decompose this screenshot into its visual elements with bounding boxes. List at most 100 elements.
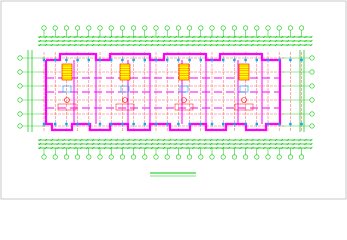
dimension-tick [245, 142, 248, 146]
dimension-tick [144, 142, 148, 146]
column-mark [289, 58, 292, 62]
stair-core [178, 63, 190, 81]
column-mark [154, 122, 158, 126]
dimension-tick [162, 39, 166, 43]
dimension-tick [144, 138, 148, 142]
dimension-tick [274, 35, 278, 39]
dimension-tick [286, 142, 290, 146]
dimension-tick [192, 146, 195, 150]
floor-plan-drawing [0, 0, 347, 200]
dimension-tick [44, 146, 48, 150]
dimension-tick [174, 138, 177, 142]
cad-viewport[interactable] [0, 0, 347, 200]
dimension-tick [74, 39, 77, 43]
dimension-tick [245, 43, 248, 47]
dimension-tick [227, 146, 231, 150]
dimension-tick [38, 43, 42, 47]
dimension-tick [156, 146, 160, 150]
dimension-tick [50, 142, 54, 146]
axis-bubble [17, 83, 23, 89]
dimension-tick [239, 43, 242, 47]
dimension-tick [62, 43, 65, 47]
column-mark [188, 122, 191, 126]
dimension-tick [186, 39, 189, 43]
column-mark [42, 122, 46, 126]
balcony [234, 103, 254, 111]
column-mark [87, 122, 90, 126]
dimension-tick [74, 35, 77, 39]
dimension-tick [133, 39, 136, 43]
axis-bubble [265, 154, 271, 160]
column-mark [87, 58, 90, 62]
dimension-tick [91, 142, 95, 146]
dimension-tick [80, 146, 83, 150]
dimension-tick [115, 39, 118, 43]
axis-bubble [63, 25, 69, 31]
axis-bubble [299, 154, 305, 160]
dimension-tick [198, 39, 201, 43]
dimension-tick [85, 142, 89, 146]
dimension-tick [310, 43, 313, 47]
dimension-tick [115, 43, 118, 47]
dimension-tick [203, 43, 207, 47]
axis-bubble [142, 154, 148, 160]
dimension-tick [80, 39, 83, 43]
dimension-tick [144, 43, 148, 47]
column-mark [166, 122, 169, 126]
dimension-tick [168, 142, 172, 146]
dimension-tick [268, 39, 272, 43]
dimension-tick [103, 142, 107, 146]
column-mark [54, 122, 57, 126]
dimension-tick [174, 43, 177, 47]
dimension-tick [209, 146, 213, 150]
dimension-tick [192, 35, 195, 39]
dimension-tick [133, 142, 136, 146]
dimension-tick [74, 142, 77, 146]
scale-bar [150, 172, 196, 177]
dimension-tick [103, 39, 107, 43]
dimension-tick [150, 39, 154, 43]
dimension-tick [268, 146, 272, 150]
axis-bubble [75, 154, 81, 160]
column-mark [255, 122, 258, 126]
axis-bubble [131, 154, 137, 160]
dimension-tick [251, 146, 254, 150]
axis-bubble [220, 154, 226, 160]
dimension-tick [103, 146, 107, 150]
dimension-tick [174, 39, 177, 43]
axis-bubble [276, 25, 282, 31]
dimension-tick [150, 138, 154, 142]
dimension-tick [150, 142, 154, 146]
column-mark [154, 58, 158, 62]
column-mark [54, 58, 57, 62]
axis-bubble [131, 25, 137, 31]
dimension-tick [62, 35, 65, 39]
column-mark [76, 122, 79, 126]
dimension-tick [292, 39, 295, 43]
dimension-tick [56, 39, 59, 43]
bottom-axis-bubbles [41, 148, 305, 160]
axis-bubble [299, 25, 305, 31]
axis-bubble [41, 25, 47, 31]
dimension-tick [233, 39, 236, 43]
dimension-tick [109, 142, 113, 146]
dimension-tick [97, 39, 101, 43]
dimension-tick [209, 39, 213, 43]
dimension-tick [91, 138, 95, 142]
dimension-tick [38, 146, 42, 150]
dimension-tick [304, 146, 307, 150]
dimension-tick [215, 35, 219, 39]
dimension-tick [257, 35, 260, 39]
axis-bubble [119, 25, 125, 31]
dimension-tick [162, 43, 166, 47]
dimension-tick [192, 43, 195, 47]
column-mark [266, 122, 270, 126]
column-mark [222, 58, 225, 62]
dimension-tick [44, 39, 48, 43]
dimension-tick [38, 35, 42, 39]
axis-bubble [175, 154, 181, 160]
dimension-tick [257, 142, 260, 146]
column-mark [289, 122, 292, 126]
dimension-tick [156, 43, 160, 47]
dimension-tick [209, 43, 213, 47]
